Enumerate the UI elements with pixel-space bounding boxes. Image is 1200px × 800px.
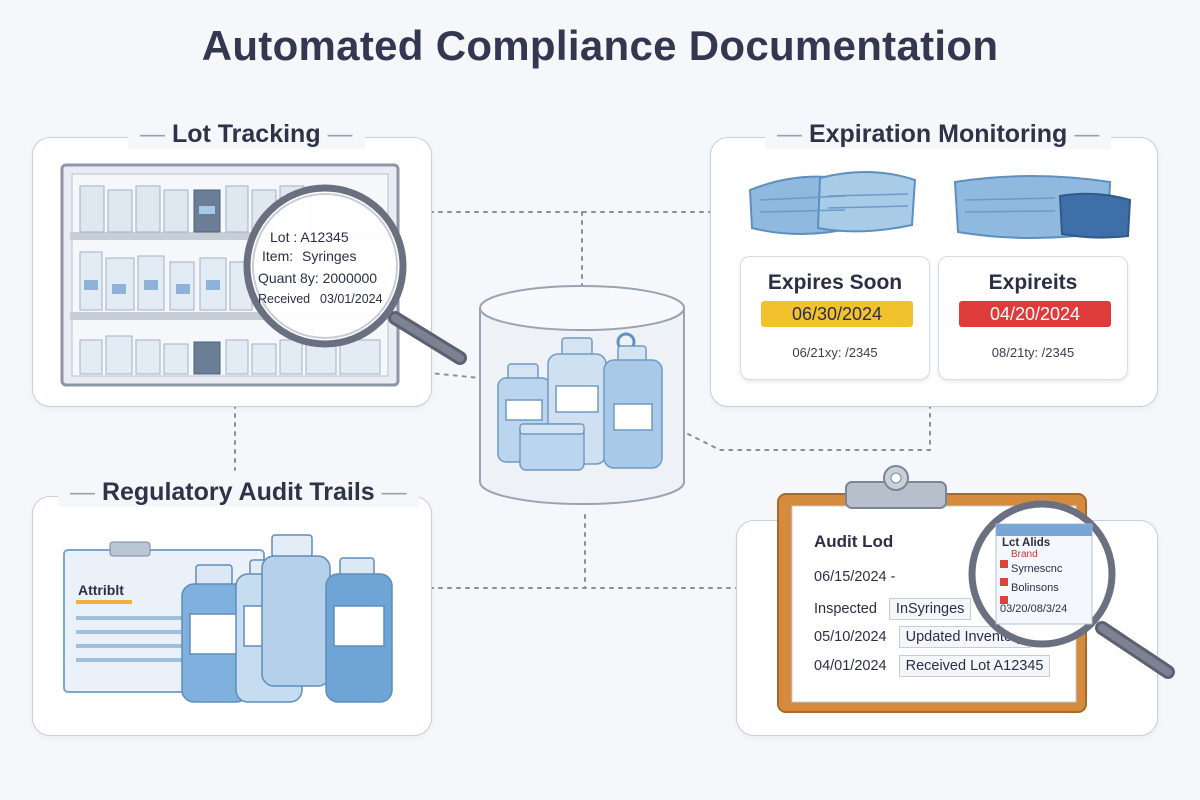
log-date: 04/01/2024 (814, 658, 887, 674)
expiration-status: Expireits (988, 271, 1078, 294)
magnifier-row: Brand (1011, 549, 1038, 560)
expiration-date-badge: 06/30/2024 (761, 301, 913, 327)
log-date: 06/15/2024 - (814, 569, 896, 585)
expiration-monitoring-title: — Expiration Monitoring — (765, 120, 1112, 149)
page-title: Automated Compliance Documentation (201, 22, 999, 69)
log-date: Inspected (814, 601, 877, 617)
received-date: 03/01/2024 (320, 292, 383, 306)
magnifier-title: Lct Alids (1002, 537, 1051, 549)
received-label: Received (258, 292, 311, 306)
expiration-card-soon[interactable]: Expires Soon 06/30/2024 06/21xy: /2345 (740, 256, 930, 380)
audit-log-row: 04/01/2024 Received Lot A12345 (814, 655, 1051, 677)
expiration-lot-id: 08/21ty: /2345 (991, 345, 1075, 360)
log-action: Received Lot A12345 (898, 655, 1051, 677)
expiration-status: Expires Soon (767, 271, 903, 294)
lot-number: Lot : A12345 (270, 229, 349, 245)
log-action: InSyringes (888, 598, 972, 620)
lot-tracking-title: — Lot Tracking — (128, 120, 365, 149)
expiration-date-badge: 04/20/2024 (959, 301, 1111, 327)
item-label: Item: (262, 248, 294, 264)
log-date: 05/10/2024 (814, 629, 887, 645)
audit-log-title: Audit Lod (814, 532, 894, 551)
item-value: Syringes (302, 248, 357, 264)
quantity-field: Quant 8y: 2000000 (258, 270, 378, 286)
expiration-lot-id: 06/21xy: /2345 (792, 345, 878, 360)
expiration-card-expired[interactable]: Expireits 04/20/2024 08/21ty: /2345 (938, 256, 1128, 380)
connector-lot-to-db (399, 369, 481, 379)
audit-log-row: 06/15/2024 - (814, 569, 895, 585)
magnifier-row: Bolinsons (1011, 582, 1059, 594)
audit-log-row: Inspected InSyringes (814, 598, 972, 620)
regulatory-audit-title: — Regulatory Audit Trails — (58, 478, 419, 507)
magnifier-row: Syrnescnc (1011, 563, 1063, 575)
audit-document-label: Attriblt (78, 582, 124, 598)
magnifier-row: 03/20/08/3/24 (1000, 603, 1068, 615)
